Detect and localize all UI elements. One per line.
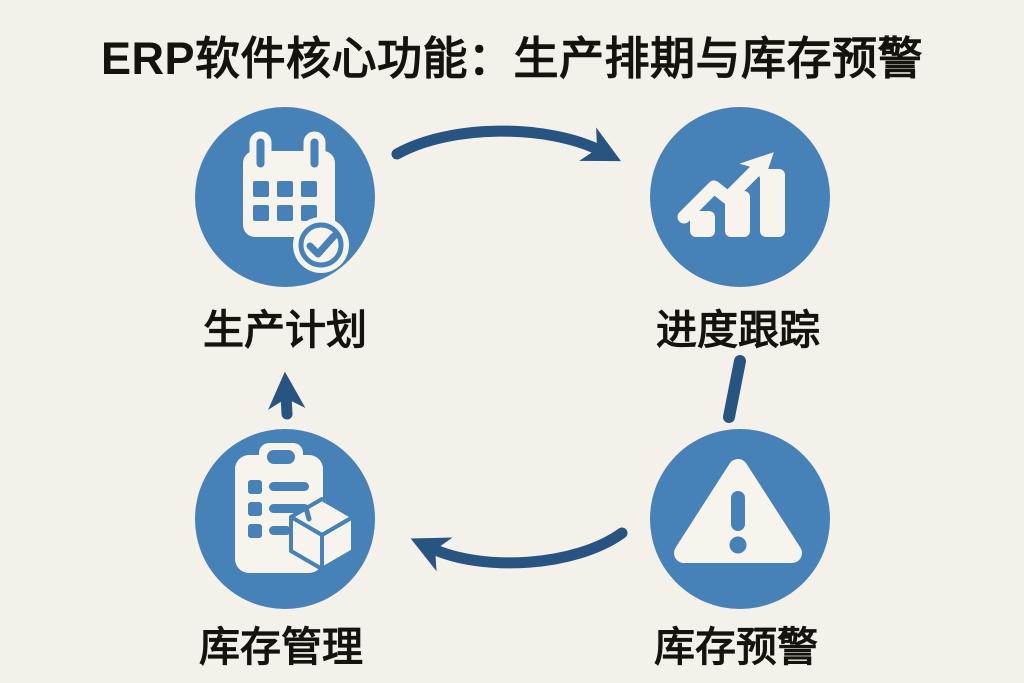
node-progress-tracking: [650, 107, 830, 287]
calendar-check-icon: [243, 131, 349, 273]
label-inventory-alert: 库存预警: [654, 624, 818, 670]
label-inventory-management: 库存管理: [199, 624, 363, 670]
arrow-management-to-planning: [268, 371, 306, 420]
node-production-planning: [195, 107, 375, 287]
label-progress-tracking: 进度跟踪: [656, 307, 820, 353]
node-inventory-alert: [650, 429, 830, 609]
growth-chart-icon: [677, 152, 785, 237]
warning-triangle-icon: [674, 459, 802, 563]
connector-tracking-to-alert: [723, 355, 746, 423]
diagram-title: ERP软件核心功能：生产排期与库存预警: [100, 33, 924, 84]
node-inventory-management: [195, 429, 375, 609]
arrow-planning-to-tracking: [391, 125, 622, 162]
clipboard-box-icon: [235, 443, 355, 573]
label-production-planning: 生产计划: [203, 307, 367, 353]
arrow-alert-to-management: [410, 527, 628, 572]
